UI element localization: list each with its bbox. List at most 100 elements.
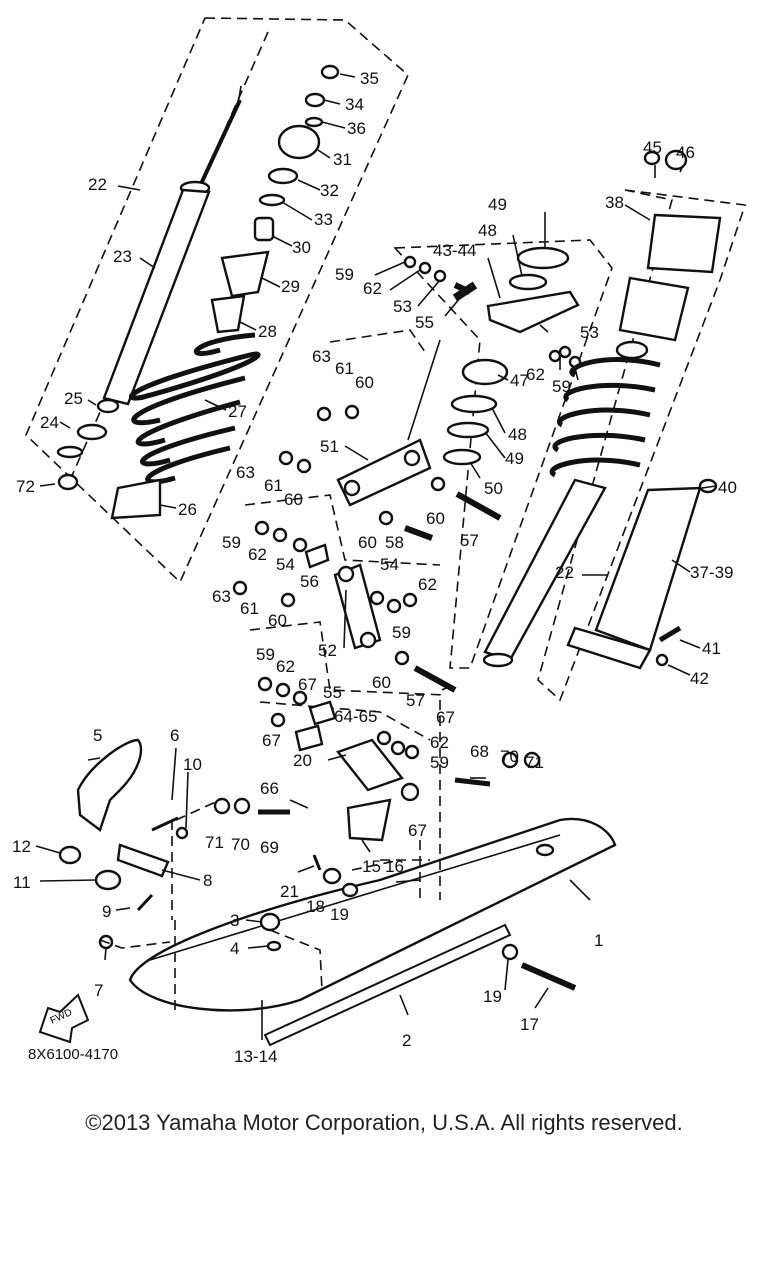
label-46: 46 [676,143,695,162]
reservoir-37-39 [566,478,718,670]
label-31: 31 [333,150,352,169]
label-33: 33 [314,210,333,229]
label-6: 6 [170,726,179,745]
right-upper-parts [618,149,722,342]
label-22b: 22 [555,563,574,582]
label-19b: 19 [483,987,502,1006]
label-25: 25 [64,389,83,408]
label-71b: 71 [205,833,224,852]
ski-handle-5 [76,738,143,832]
left-upper-parts [56,64,340,520]
label-47: 47 [510,371,529,390]
left-spring-27 [128,332,261,485]
ski-1 [128,817,617,1012]
label-29: 29 [281,277,300,296]
parts-diagram: FWD [12,17,747,1066]
label-8: 8 [203,871,212,890]
label-21: 21 [280,882,299,901]
right-shock-absorber [482,340,649,668]
label-48a: 48 [478,221,497,240]
label-69: 69 [260,838,279,857]
label-32: 32 [320,181,339,200]
bolts-and-washers [213,255,582,991]
label-20: 20 [293,751,312,770]
label-37-39: 37-39 [690,563,733,582]
label-15: 15 [362,857,381,876]
label-7: 7 [94,981,103,1000]
label-60c: 60 [426,509,445,528]
part-number-labels: 22 23 25 24 7 2 35 34 3 6 31 32 33 30 29 2… [12,69,737,1066]
label-38: 38 [605,193,624,212]
label-60d: 60 [358,533,377,552]
label-27: 27 [228,402,247,421]
label-10: 10 [183,755,202,774]
label-16: 16 [385,857,404,876]
label-64-65: 64-65 [334,707,377,726]
label-67d: 67 [408,821,427,840]
label-59f: 59 [430,753,449,772]
link-51 [336,438,432,507]
label-67c: 67 [262,731,281,750]
label-56: 56 [300,572,319,591]
label-11: 11 [13,873,31,892]
mid-link-bracket [244,494,441,566]
leader-lines [35,73,717,1040]
label-55b: 55 [323,683,342,702]
label-19a: 19 [330,905,349,924]
label-55a: 55 [415,313,434,332]
label-59a: 59 [335,265,354,284]
label-22a: 22 [88,175,107,194]
label-49a: 49 [488,195,507,214]
label-53b: 53 [580,323,599,342]
label-1: 1 [594,931,603,950]
label-41: 41 [702,639,721,658]
label-70a: 70 [500,747,519,766]
label-51: 51 [320,437,339,456]
label-24: 24 [40,413,59,432]
label-35: 35 [360,69,379,88]
label-67b: 67 [436,708,455,727]
label-59e: 59 [256,645,275,664]
label-60a: 60 [355,373,374,392]
lower-link-bracket [249,621,446,696]
label-62e: 62 [276,657,295,676]
label-66: 66 [260,779,279,798]
label-60e: 60 [268,611,287,630]
label-12: 12 [12,837,31,856]
copyright-notice: ©2013 Yamaha Motor Corporation, U.S.A. A… [85,1110,683,1135]
label-62b: 62 [526,365,545,384]
label-61b: 61 [264,476,283,495]
label-57b: 57 [406,691,425,710]
label-9: 9 [102,902,111,921]
label-2: 2 [402,1031,411,1050]
label-54b: 54 [380,555,399,574]
label-59b: 59 [552,377,571,396]
label-67a: 67 [298,675,317,694]
label-60f: 60 [372,673,391,692]
right-spring [549,357,661,478]
center-shock-parts [442,246,580,466]
label-61a: 61 [335,359,354,378]
label-40: 40 [718,478,737,497]
label-70b: 70 [231,835,250,854]
label-62c: 62 [248,545,267,564]
label-23: 23 [113,247,132,266]
label-48b: 48 [508,425,527,444]
label-52: 52 [318,641,337,660]
label-4: 4 [230,939,239,958]
label-61c: 61 [240,599,259,618]
label-50: 50 [484,479,503,498]
label-68: 68 [470,742,489,761]
label-62d: 62 [418,575,437,594]
label-26: 26 [178,500,197,519]
label-30: 30 [292,238,311,257]
label-63b: 63 [236,463,255,482]
fwd-arrow-icon: FWD [38,993,90,1044]
label-3: 3 [230,911,239,930]
link-52 [333,563,382,650]
label-34: 34 [345,95,364,114]
label-28: 28 [258,322,277,341]
label-59c: 59 [222,533,241,552]
runner-2 [263,923,512,1047]
label-63a: 63 [312,347,331,366]
